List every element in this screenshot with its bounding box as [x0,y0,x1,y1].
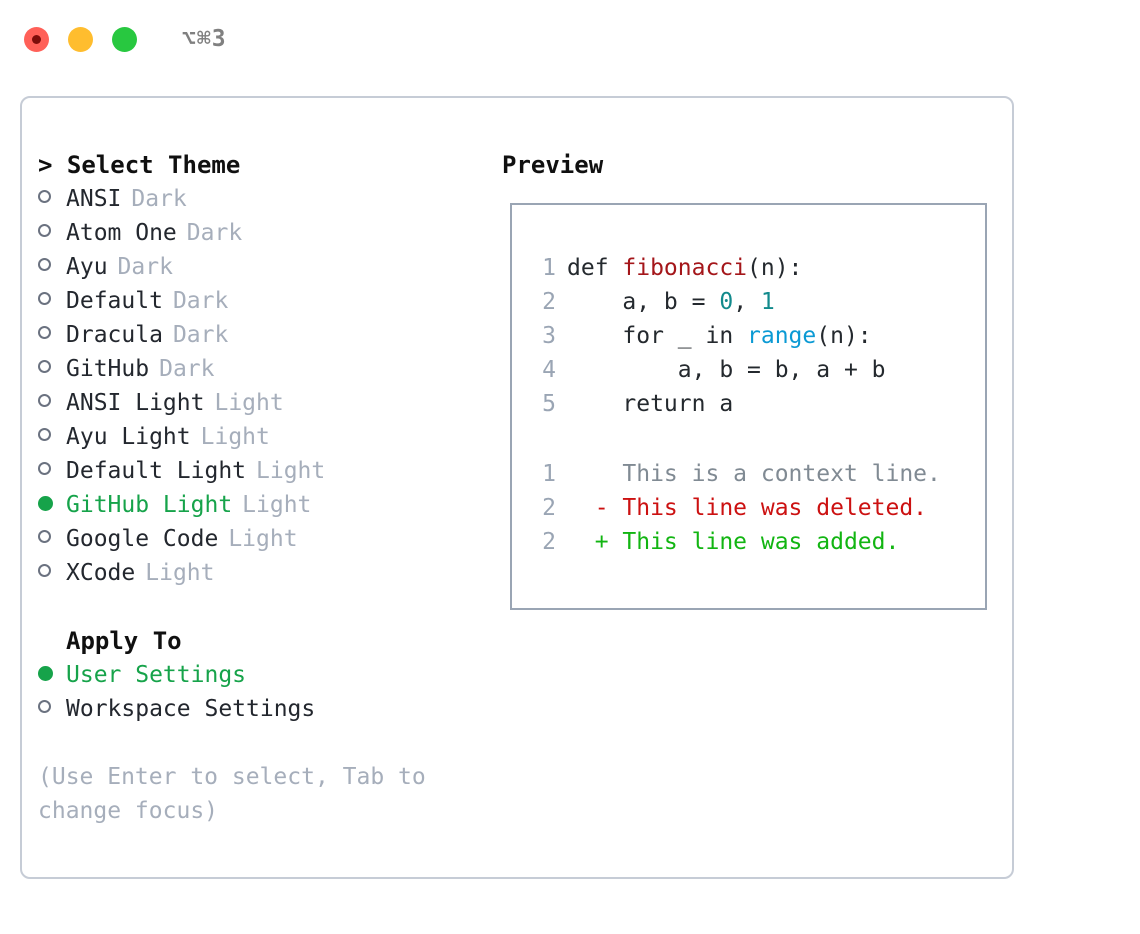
theme-option-1[interactable]: Atom One Dark [38,216,500,250]
traffic-light-group [24,26,137,52]
apply-to-header: Apply To [66,627,182,655]
keyboard-hint: (Use Enter to select, Tab to change focu… [38,764,440,824]
option-label: ANSI Light [66,390,205,416]
option-tag: Light [242,492,312,518]
diff-text: + This line was added. [567,529,900,555]
code-text: a, b = 0, 1 [567,285,775,319]
option-tag: Light [256,458,326,484]
code-token: a, b = b, a + b [567,357,886,383]
diff-text: This is a context line. [567,461,941,487]
line-number: 4 [542,357,556,383]
option-tag: Dark [186,220,243,246]
option-label: Atom One [66,220,177,246]
apply-option-0[interactable]: User Settings [38,658,500,692]
diff-text: - This line was deleted. [567,495,928,521]
option-label: ANSI [66,186,122,212]
code-token: 0 [719,289,734,315]
diff-line: 2 - This line was deleted. [530,491,985,525]
option-label: GitHub Light [66,492,233,518]
code-line: 3 for _ in range(n): [530,319,985,353]
line-number: 1 [542,255,556,281]
code-token: return a [567,391,734,417]
line-number: 2 [542,529,556,555]
line-number: 1 [542,461,556,487]
theme-option-10[interactable]: Google Code Light [38,522,500,556]
code-token: fibonacci [622,255,748,281]
option-tag: Dark [117,254,173,280]
code-text: def fibonacci(n): [567,251,802,285]
option-tag: Light [214,390,284,416]
code-line: 2 a, b = 0, 1 [530,285,985,319]
preview-title: Preview [502,151,604,179]
recording-indicator-icon [32,34,41,44]
shortcut-label: ⌥⌘3 [182,26,227,52]
option-label: Default [66,288,163,314]
theme-option-0[interactable]: ANSI Dark [38,182,500,216]
code-text: a, b = b, a + b [567,353,886,387]
option-label: Workspace Settings [66,696,316,722]
code-token: 1 [760,289,775,315]
option-tag: Dark [159,356,215,382]
option-tag: Dark [172,322,229,348]
code-token: , [733,289,761,315]
diff-sample: 1 This is a context line.2 - This line w… [530,457,985,559]
theme-option-5[interactable]: GitHub Dark [38,352,500,386]
option-tag: Dark [172,288,229,314]
diff-line: 1 This is a context line. [530,457,985,491]
apply-option-1[interactable]: Workspace Settings [38,692,500,726]
code-line: 5 return a [530,387,985,421]
code-line: 4 a, b = b, a + b [530,353,985,387]
theme-option-4[interactable]: Dracula Dark [38,318,500,352]
code-token: a, b = [567,289,720,315]
option-label: Default Light [66,458,247,484]
theme-option-6[interactable]: ANSI Light Light [38,386,500,420]
option-label: Ayu Light [66,424,191,450]
theme-option-11[interactable]: XCode Light [38,556,500,590]
line-number: 2 [542,495,556,521]
option-label: XCode [66,560,136,586]
code-text: for _ in range(n): [567,319,872,353]
option-label: Dracula [66,322,163,348]
option-label: Ayu [66,254,108,280]
theme-option-9[interactable]: GitHub Light Light [38,488,500,522]
theme-option-3[interactable]: Default Dark [38,284,500,318]
option-tag: Light [200,424,270,450]
theme-option-8[interactable]: Default Light Light [38,454,500,488]
theme-option-7[interactable]: Ayu Light Light [38,420,500,454]
line-number: 2 [542,289,556,315]
option-label: GitHub [66,356,150,382]
line-number: 3 [542,323,556,349]
line-number: 5 [542,391,556,417]
code-text: return a [567,387,733,421]
theme-option-2[interactable]: Ayu Dark [38,250,500,284]
code-line: 1 def fibonacci(n): [530,251,985,285]
minimize-button[interactable] [68,26,93,52]
title-bar: ⌥⌘3 [0,0,1140,78]
option-tag: Light [145,560,215,586]
code-token: (n): [816,323,872,349]
option-label: User Settings [66,662,247,688]
code-token: (n): [747,255,803,281]
maximize-button[interactable] [112,26,137,52]
code-token: range [747,323,817,349]
code-token: def [567,255,623,281]
code-token: for _ in [567,323,748,349]
option-label: Google Code [66,526,219,552]
option-tag: Dark [131,186,187,212]
option-tag: Light [228,526,298,552]
close-button[interactable] [24,26,49,52]
select-theme-header: > Select Theme [38,151,241,179]
diff-line: 2 + This line was added. [530,525,985,559]
